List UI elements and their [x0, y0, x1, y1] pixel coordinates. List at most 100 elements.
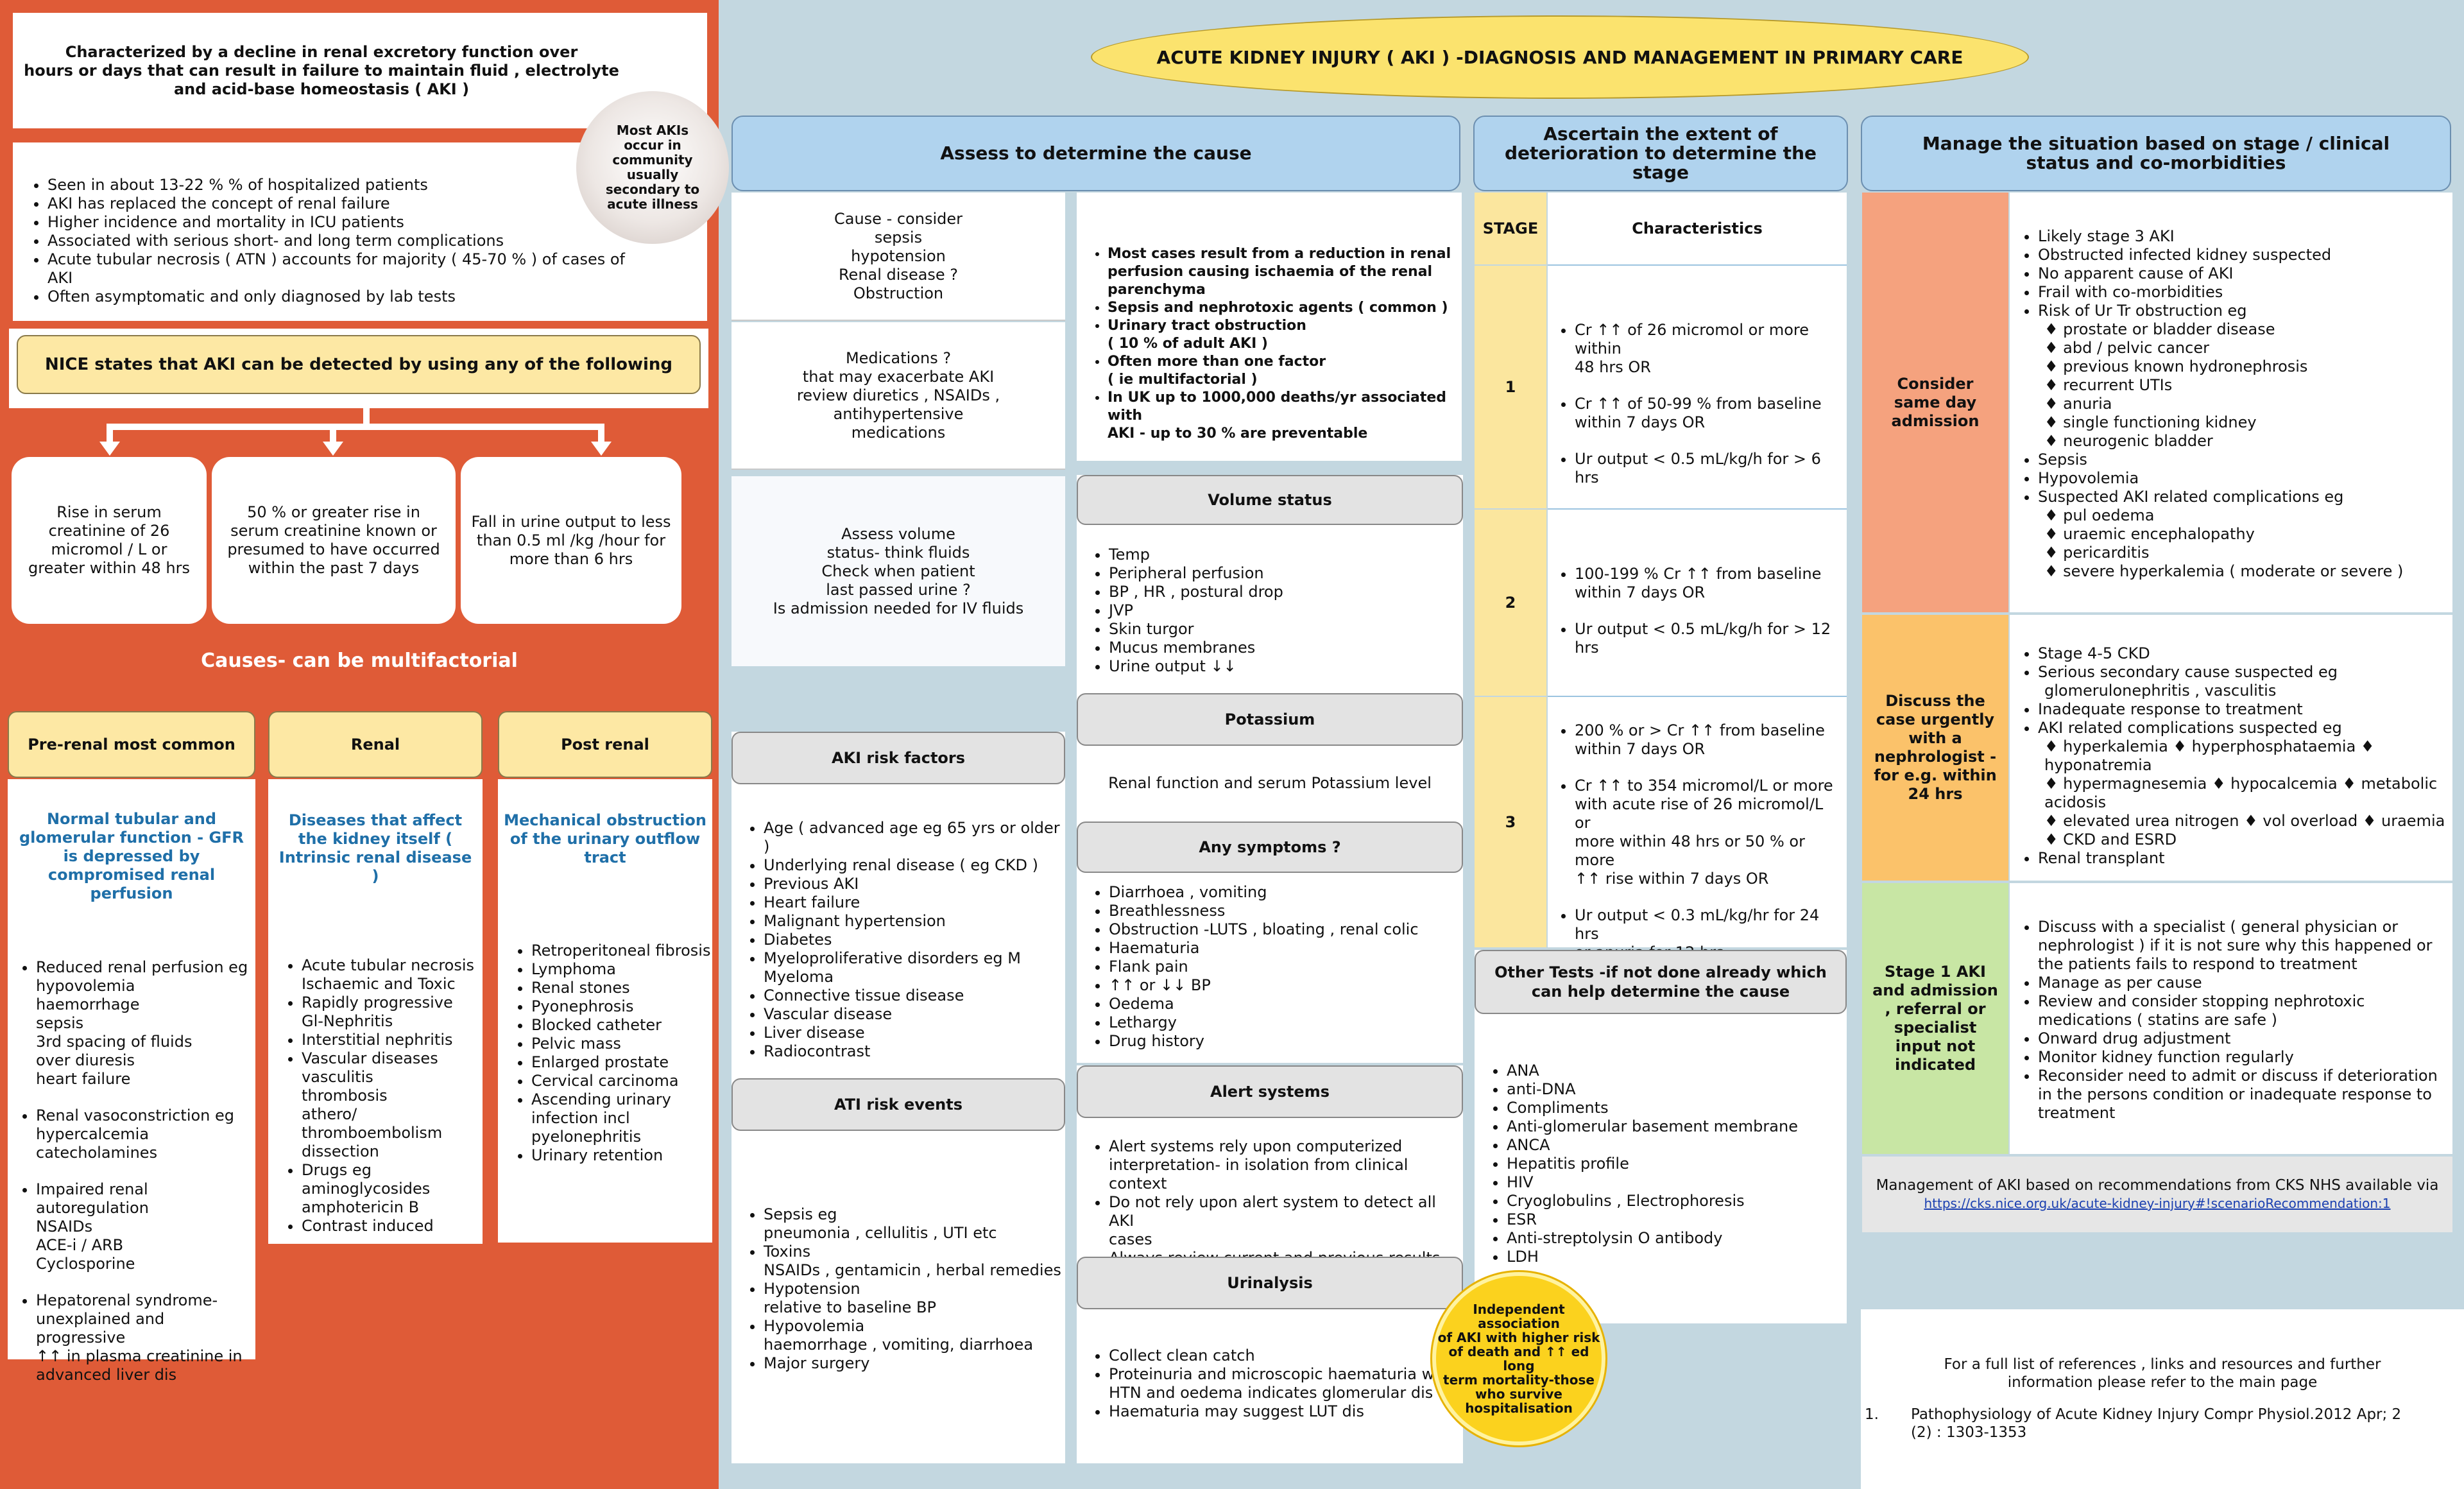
characteristics-col-header: Characteristics [1548, 193, 1847, 264]
manage-item: ♦ pul oedema [2044, 506, 2155, 524]
manage-label-stage1: Stage 1 AKI and admission , referral or … [1862, 883, 2008, 1154]
manage-item: Sepsis [2038, 451, 2446, 469]
risk-factors-list: Age ( advanced age eg 65 yrs or older )U… [742, 819, 1063, 1061]
risk-factor-item: Diabetes [764, 931, 1063, 949]
renal-item: Contrast induced [302, 1217, 483, 1235]
renal-item-line: amphotericin B [302, 1198, 420, 1216]
manage-nephrologist-list: Stage 4-5 CKDSerious secondary cause sus… [2016, 644, 2446, 868]
alert-item-line: cases [1109, 1230, 1152, 1248]
stage-1-item-line: Ur output < 0.5 mL/kg/h for > 6 hrs [1575, 450, 1821, 486]
manage-item: Inadequate response to treatment [2038, 700, 2446, 719]
facts-list: Seen in about 13-22 % % of hospitalized … [26, 176, 630, 306]
ati-events-header: ATI risk events [732, 1078, 1065, 1131]
prerenal-line: ↑↑ in plasma creatinine in [36, 1347, 243, 1365]
prerenal-line: Impaired renal [36, 1180, 148, 1198]
ati-event-item-line: haemorrhage , vomiting, diarrhoea [764, 1336, 1034, 1354]
stage-1-item-line: Cr ↑↑ of 26 micromol or more within [1575, 321, 1810, 357]
stage-2-item-line: Ur output < 0.5 mL/kg/h for > 12 hrs [1575, 620, 1831, 657]
renal-item-line: athero/ [302, 1105, 357, 1123]
postrenal-item-line: Lymphoma [531, 960, 616, 978]
postrenal-item-line: Urinary retention [531, 1146, 663, 1164]
prerenal-line: hypercalcemia [36, 1125, 150, 1143]
risk-factor-item-line: Myeloproliferative disorders eg M [764, 949, 1021, 967]
nice-connector-right [598, 424, 604, 443]
prerenal-line: Hepatorenal syndrome- [36, 1291, 218, 1309]
fact-item: Often asymptomatic and only diagnosed by… [47, 288, 630, 306]
risk-factor-item-line: Previous AKI [764, 875, 859, 893]
prerenal-line: Cyclosporine [36, 1255, 135, 1273]
cause-consider-line: Renal disease ? [838, 265, 959, 284]
prerenal-line: sepsis [36, 1014, 84, 1032]
definition-box: Characterized by a decline in renal excr… [13, 13, 707, 128]
key-fact-item-line: Often more than one factor [1108, 354, 1326, 370]
postrenal-box: Mechanical obstruction of the urinary ou… [498, 779, 712, 1243]
key-fact-item-line: Sepsis and nephrotoxic agents ( common ) [1108, 300, 1448, 316]
stage-3-item-line: Ur output < 0.3 mL/kg/hr for 24 hrs [1575, 906, 1820, 943]
manage-item: ♦ uraemic encephalopathy [2044, 525, 2255, 543]
cause-consider-line: sepsis [874, 228, 923, 246]
prerenal-item: Reduced renal perfusion eghypovolemiahae… [36, 958, 255, 1089]
assess-volume-line: Check when patient [821, 562, 975, 580]
manage-item: Suspected AKI related complications eg [2038, 488, 2446, 506]
urinalysis-header: Urinalysis [1077, 1257, 1463, 1309]
stage-1-item-line: within 7 days OR [1575, 413, 1706, 431]
key-fact-item-line: perfusion causing ischaemia of the renal [1108, 264, 1433, 280]
renal-box: Diseases that affect the kidney itself (… [268, 779, 483, 1244]
prerenal-group: Reduced renal perfusion eghypovolemiahae… [14, 958, 255, 1089]
risk-factor-item-line: Heart failure [764, 893, 860, 911]
renal-item-line: aminoglycosides [302, 1180, 431, 1198]
definition-line-2: hours or days that can result in failure… [24, 61, 619, 80]
postrenal-item: Lymphoma [531, 960, 712, 979]
manage-item: ♦ single functioning kidney [2044, 413, 2257, 431]
assess-volume-line: status- think fluids [826, 543, 970, 562]
key-fact-item-line: parenchyma [1108, 282, 1206, 298]
key-fact-item-line: In UK up to 1000,000 deaths/yr associate… [1108, 390, 1447, 424]
nice-connector-middle [330, 424, 336, 443]
manage-item: Review and consider stopping nephrotoxic… [2038, 992, 2446, 1029]
postrenal-list: Retroperitoneal fibrosisLymphomaRenal st… [498, 867, 712, 1165]
manage-item: Likely stage 3 AKI [2038, 227, 2446, 246]
manage-item: Monitor kidney function regularly [2038, 1048, 2446, 1067]
prerenal-line: heart failure [36, 1070, 131, 1088]
urinalysis-item: Proteinuria and microscopic haematuria w… [1109, 1365, 1459, 1402]
manage-item: Obstructed infected kidney suspected [2038, 246, 2446, 264]
ati-event-item: Major surgery [764, 1354, 1063, 1373]
stage-divider-3 [1548, 696, 1847, 697]
postrenal-item: Pelvic mass [531, 1035, 712, 1053]
mortality-line: Independent [1473, 1302, 1565, 1317]
stage-1-item-line: Cr ↑↑ of 50-99 % from baseline [1575, 395, 1822, 413]
medications-line: review diuretics , NSAIDs , antihyperten… [796, 386, 1000, 423]
causes-title: Causes- can be multifactorial [201, 649, 518, 672]
key-fact-item: Most cases result from a reduction in re… [1108, 245, 1455, 299]
other-test-item: ANA [1507, 1062, 1844, 1080]
cks-link[interactable]: https://cks.nice.org.uk/acute-kidney-inj… [1924, 1196, 2391, 1211]
postrenal-subtitle: Mechanical obstruction of the urinary ou… [504, 811, 706, 866]
assess-header: Assess to determine the cause [732, 116, 1460, 191]
assess-volume-line: last passed urine ? [826, 580, 971, 599]
volume-status-item: Mucus membranes [1109, 639, 1459, 657]
risk-factor-item-line: Diabetes [764, 931, 832, 949]
postrenal-item: Retroperitoneal fibrosis [531, 942, 712, 960]
stage-1-item-line: 48 hrs OR [1575, 358, 1651, 376]
postrenal-header: Post renal [498, 711, 712, 778]
alert-item-line: Do not rely upon alert system to detect … [1109, 1193, 1436, 1230]
prerenal-group: Hepatorenal syndrome-unexplained and pro… [14, 1291, 255, 1384]
ati-event-item-line: Toxins [764, 1243, 811, 1261]
stage-3-item-line: Cr ↑↑ to 354 micromol/L or more [1575, 777, 1833, 795]
fact-item: Acute tubular necrosis ( ATN ) accounts … [47, 250, 630, 288]
urinalysis-list: Collect clean catchProteinuria and micro… [1087, 1347, 1459, 1421]
reference-item: Pathophysiology of Acute Kidney Injury C… [1911, 1406, 2402, 1441]
risk-factor-item: Age ( advanced age eg 65 yrs or older ) [764, 819, 1063, 856]
arrow-middle-icon [323, 442, 343, 456]
urinalysis-item-line: Collect clean catch [1109, 1347, 1255, 1364]
postrenal-item-line: Enlarged prostate [531, 1053, 669, 1071]
